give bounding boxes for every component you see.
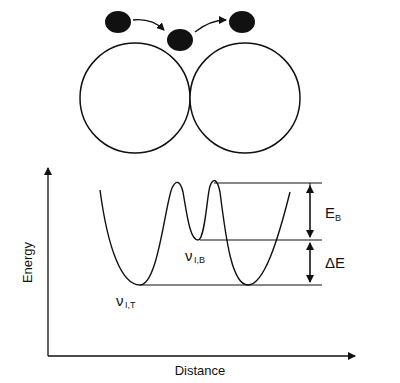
potential-curve: [100, 181, 290, 285]
frequency-symbol: ν: [116, 293, 124, 308]
hop-arrows: [133, 20, 226, 32]
energy-difference: ΔE: [325, 255, 345, 270]
adatom-positions: [105, 11, 255, 51]
axis-label: Distance: [175, 364, 226, 377]
axes: [48, 168, 355, 356]
frequency-symbol: ν: [185, 248, 193, 263]
substrate-atoms: [80, 43, 300, 153]
frequency-subscript: I,T: [125, 301, 136, 310]
barrier-symbol: E: [325, 205, 335, 220]
frequency-subscript: I,B: [194, 256, 205, 265]
barrier-subscript: B: [335, 214, 341, 223]
energy-levels: [140, 183, 322, 285]
axis-label: Energy: [21, 241, 34, 282]
